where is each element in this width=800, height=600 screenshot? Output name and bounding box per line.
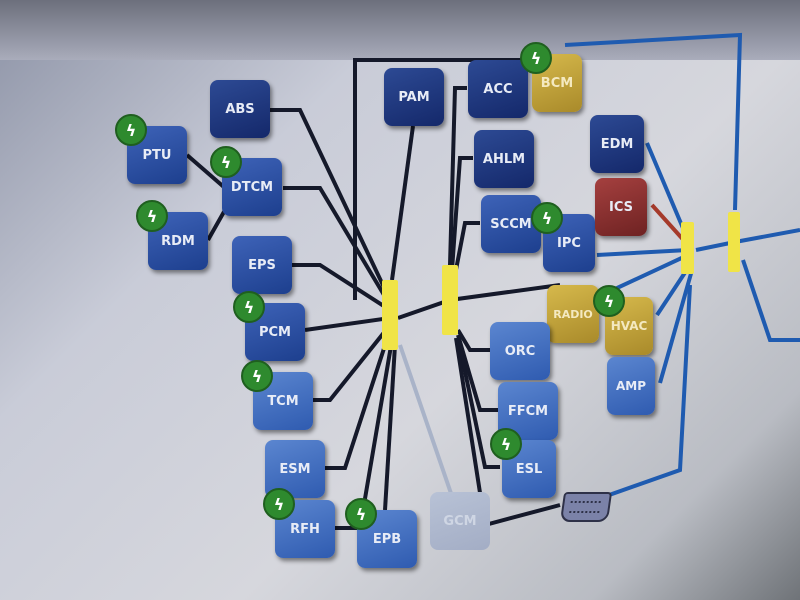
- module-label: EPB: [372, 531, 402, 547]
- lightning-bolt-icon: ϟ: [263, 488, 295, 520]
- module-label: BCM: [540, 75, 574, 91]
- module-ahlm[interactable]: AHLM: [474, 130, 534, 188]
- wire-pam: [390, 125, 415, 281]
- wire-abs: [270, 108, 392, 301]
- wire-hub-link: [397, 283, 561, 320]
- wire-acc: [448, 86, 467, 266]
- lightning-bolt-icon: ϟ: [593, 285, 625, 317]
- wire-gcm: [398, 344, 457, 506]
- wire-top: [564, 32, 743, 211]
- wire-ffcm: [456, 334, 498, 412]
- lightning-bolt-icon: ϟ: [531, 202, 563, 234]
- lightning-bolt-icon: ϟ: [345, 498, 377, 530]
- module-label: EDM: [600, 136, 634, 152]
- module-label: ESM: [279, 461, 311, 477]
- module-ics[interactable]: ICS: [595, 178, 647, 236]
- wire-tcm: [313, 323, 392, 402]
- module-label: DTCM: [230, 179, 274, 195]
- wire-pcm: [304, 316, 391, 332]
- module-pam[interactable]: PAM: [384, 68, 444, 126]
- module-label: ACC: [483, 81, 513, 97]
- module-label: RADIO: [553, 307, 593, 321]
- wire-epb: [383, 344, 397, 511]
- module-edm[interactable]: EDM: [590, 115, 644, 173]
- module-label: RDM: [161, 233, 195, 249]
- bus-connector-3: [681, 222, 694, 274]
- wire-sccm: [453, 221, 480, 276]
- module-label: RFH: [290, 521, 320, 537]
- module-label: PTU: [142, 147, 172, 163]
- wire-eps: [292, 263, 392, 312]
- wire-ptu-dtcm: [185, 153, 227, 190]
- module-label: AHLM: [482, 151, 526, 167]
- module-label: ICS: [609, 199, 633, 215]
- module-label: AMP: [615, 379, 647, 393]
- module-amp[interactable]: AMP: [607, 357, 655, 415]
- lightning-bolt-icon: ϟ: [136, 200, 168, 232]
- module-label: ABS: [225, 101, 255, 117]
- module-label: GCM: [443, 513, 477, 529]
- module-ffcm[interactable]: FFCM: [498, 382, 558, 440]
- module-label: PAM: [398, 89, 430, 105]
- module-sccm[interactable]: SCCM: [481, 195, 541, 253]
- module-label: TCM: [267, 393, 299, 409]
- wire-hub3-obd: [594, 284, 692, 502]
- obd-port-icon[interactable]: [559, 492, 613, 522]
- bus-connector-4: [728, 212, 740, 272]
- module-radio[interactable]: RADIO: [547, 285, 599, 343]
- lightning-bolt-icon: ϟ: [490, 428, 522, 460]
- module-acc[interactable]: ACC: [468, 60, 528, 118]
- wire-esm: [325, 329, 392, 470]
- wire-hub3-hub4: [695, 228, 800, 252]
- module-label: FFCM: [507, 403, 549, 419]
- wire-hub4-right: [741, 259, 800, 342]
- module-label: IPC: [557, 235, 581, 251]
- module-label: PCM: [258, 324, 291, 340]
- module-eps[interactable]: EPS: [232, 236, 292, 294]
- module-label: HVAC: [610, 319, 648, 333]
- lightning-bolt-icon: ϟ: [241, 360, 273, 392]
- lightning-bolt-icon: ϟ: [210, 146, 242, 178]
- bus-connector-2: [442, 265, 458, 335]
- bus-connector-1: [382, 280, 398, 350]
- module-gcm[interactable]: GCM: [430, 492, 490, 550]
- lightning-bolt-icon: ϟ: [520, 42, 552, 74]
- module-abs[interactable]: ABS: [210, 80, 270, 138]
- wire-dtcm: [283, 186, 392, 307]
- lightning-bolt-icon: ϟ: [115, 114, 147, 146]
- wire-amp: [658, 269, 694, 384]
- module-label: EPS: [248, 257, 276, 273]
- module-label: SCCM: [490, 216, 532, 232]
- screen-top-bar: [0, 0, 800, 60]
- lightning-bolt-icon: ϟ: [233, 291, 265, 323]
- wire-esl: [456, 337, 500, 469]
- module-label: ORC: [504, 343, 536, 359]
- wire-ahlm: [450, 156, 473, 271]
- wire-ipc: [596, 248, 689, 257]
- module-orc[interactable]: ORC: [490, 322, 550, 380]
- module-label: ESL: [515, 461, 543, 477]
- wire-orc: [456, 328, 490, 352]
